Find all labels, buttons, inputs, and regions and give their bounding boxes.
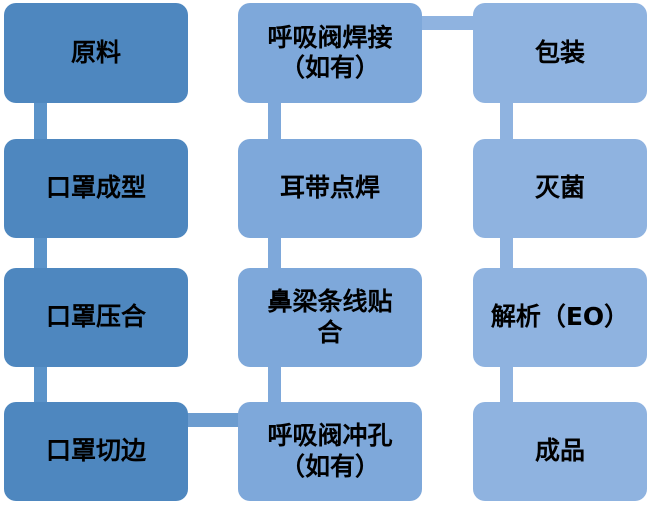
node-sterilization[interactable]: 灭菌 <box>473 139 647 238</box>
node-finished-product[interactable]: 成品 <box>473 402 647 501</box>
connector-valve-punching-to-nosebridge-strip <box>268 364 281 404</box>
node-mask-forming[interactable]: 口罩成型 <box>4 139 188 238</box>
node-mask-pressing[interactable]: 口罩压合 <box>4 268 188 367</box>
node-raw-material[interactable]: 原料 <box>4 3 188 103</box>
node-packaging[interactable]: 包装 <box>473 3 647 103</box>
node-earloop-welding[interactable]: 耳带点焊 <box>238 139 422 238</box>
connector-earloop-welding-to-valve-welding <box>268 100 281 141</box>
connector-mask-pressing-to-mask-trimming <box>34 364 47 404</box>
node-valve-welding[interactable]: 呼吸阀焊接 （如有） <box>238 3 422 103</box>
connector-packaging-to-sterilization <box>500 100 513 141</box>
connector-nosebridge-strip-to-earloop-welding <box>268 234 281 272</box>
connector-valve-welding-to-packaging <box>412 16 487 30</box>
connector-mask-forming-to-mask-pressing <box>34 234 47 272</box>
node-valve-punching[interactable]: 呼吸阀冲孔 （如有） <box>238 402 422 501</box>
node-mask-trimming[interactable]: 口罩切边 <box>4 402 188 501</box>
connector-raw-material-to-mask-forming <box>34 100 47 141</box>
node-nosebridge-strip[interactable]: 鼻梁条线贴 合 <box>238 268 422 367</box>
connector-sterilization-to-desorption-eo <box>500 234 513 272</box>
node-desorption-eo[interactable]: 解析（EO） <box>473 268 647 367</box>
connector-desorption-eo-to-finished <box>500 364 513 404</box>
